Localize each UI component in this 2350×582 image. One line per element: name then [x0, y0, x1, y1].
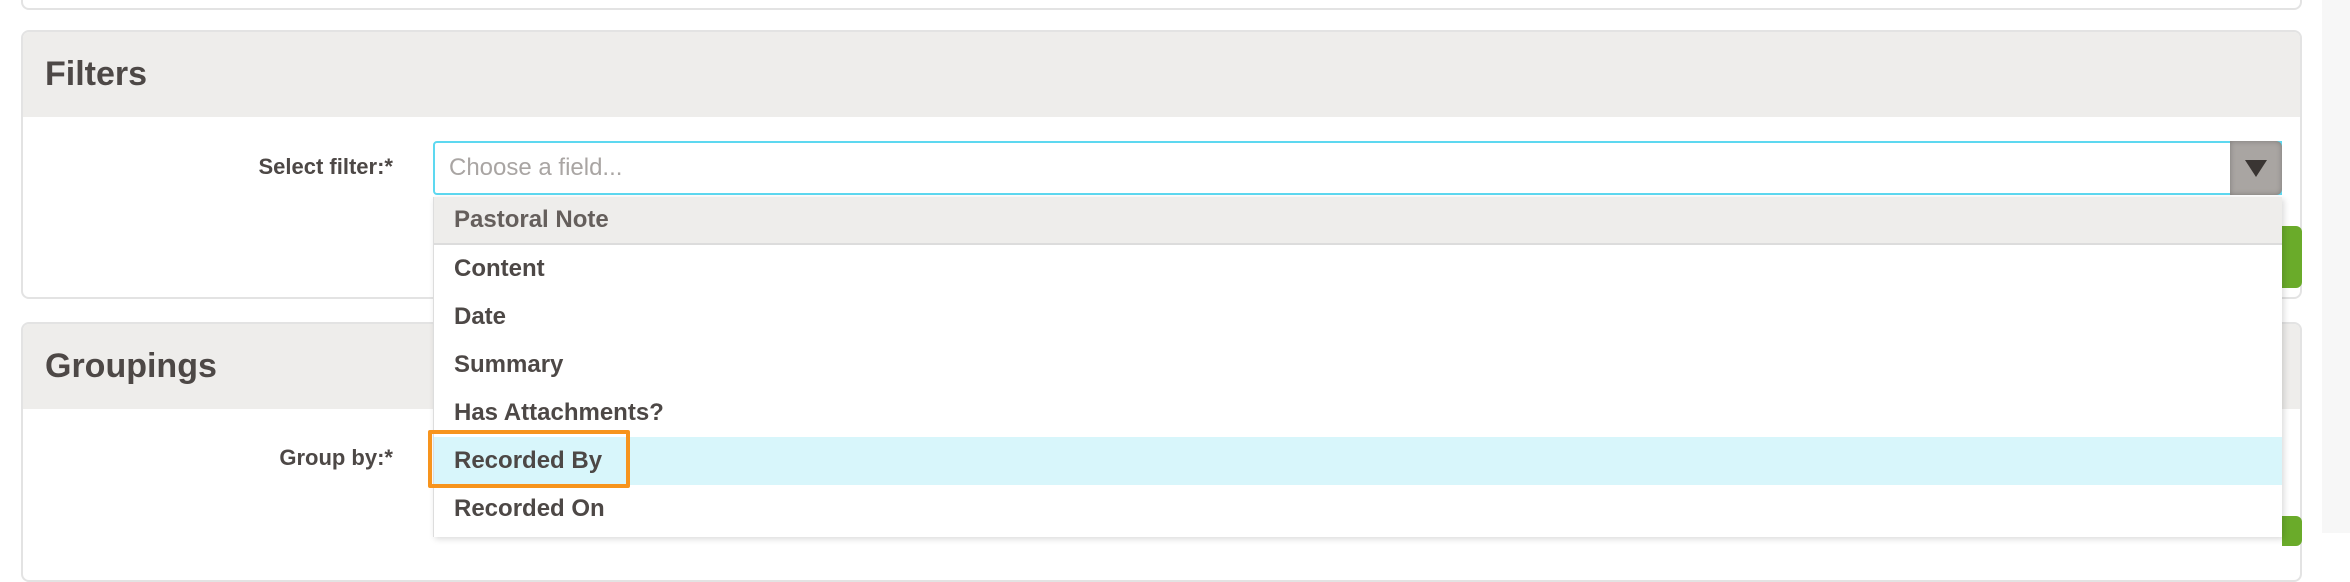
group-by-label: Group by:*: [279, 445, 393, 470]
option-group-header: Pastoral Note: [434, 197, 2282, 245]
option-summary[interactable]: Summary: [454, 351, 564, 378]
select-filter-input[interactable]: Choose a field...: [433, 141, 2282, 195]
option-recorded-on[interactable]: Recorded On: [454, 495, 605, 522]
option-content[interactable]: Content: [454, 255, 545, 282]
previous-panel: [21, 0, 2302, 10]
select-filter-label: Select filter:*: [258, 154, 394, 179]
filter-dropdown-list: Pastoral Note Content Date Summary Has A…: [433, 197, 2282, 537]
chevron-down-icon: [2245, 159, 2267, 177]
add-grouping-button[interactable]: [2282, 516, 2302, 546]
select-filter-placeholder: Choose a field...: [449, 154, 623, 181]
filters-title: Filters: [23, 32, 2300, 117]
option-recorded-by[interactable]: Recorded By: [434, 437, 2282, 485]
page-scroll-gutter: [2322, 0, 2350, 533]
option-has-attachments[interactable]: Has Attachments?: [454, 399, 664, 426]
annotation-highlight-box: [428, 430, 630, 488]
add-filter-button[interactable]: [2282, 226, 2302, 288]
option-date[interactable]: Date: [454, 303, 507, 330]
dropdown-toggle-button[interactable]: [2230, 141, 2282, 195]
